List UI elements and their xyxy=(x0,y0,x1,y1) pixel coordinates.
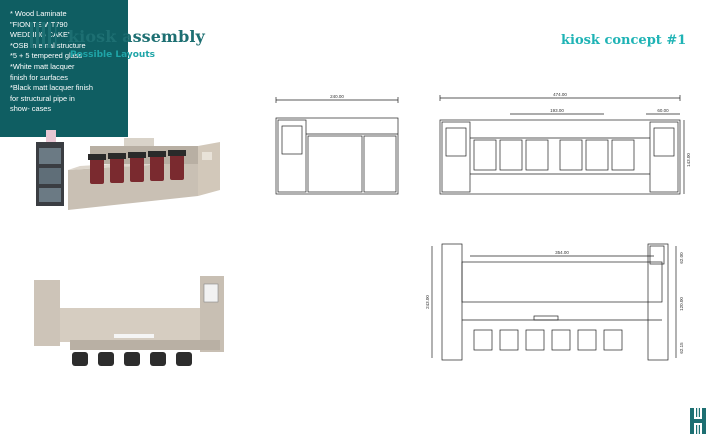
spec-line: *5 + 5 tempered glass xyxy=(10,51,83,61)
page-title: kiosk assembly xyxy=(68,27,205,46)
kiosk-render-top xyxy=(34,276,224,366)
spec-line: * Wood Laminate xyxy=(10,9,67,18)
dim-plan-right-bottom: 62.15 xyxy=(679,342,684,354)
spec-line: for structural pipe in xyxy=(10,93,75,103)
h-logo-icon xyxy=(690,408,706,434)
dim-front-right: 60.00 xyxy=(657,108,669,113)
drawing-side-elevation: 240.00 xyxy=(275,94,399,195)
spec-line: WEDDING CAKE" xyxy=(10,30,71,40)
drawing-plan-view: 354.00 243.00 62.00 120.00 62.15 xyxy=(425,243,684,361)
concept-label: kiosk concept #1 xyxy=(561,33,687,48)
dim-front-height: 143.00 xyxy=(686,153,691,167)
kiosk-render-front xyxy=(36,130,220,210)
spec-box: * Wood Laminate "FIONITE WT790 WEDDING C… xyxy=(0,0,128,137)
spec-line: finish for surfaces xyxy=(10,72,68,82)
page-subtitle: Possible Layouts xyxy=(70,50,155,60)
dim-plan-left: 243.00 xyxy=(425,295,430,309)
dim-front-width: 474.00 xyxy=(553,92,567,97)
spec-line: *White matt lacquer xyxy=(10,61,75,71)
spec-line: *OSB internal structure xyxy=(10,40,86,50)
dim-plan-right-top: 62.00 xyxy=(679,252,684,264)
dim-front-center: 193.00 xyxy=(550,108,564,113)
drawing-front-elevation: 474.00 193.00 60.00 143.00 xyxy=(439,92,691,195)
brand-logo-icon xyxy=(30,22,57,48)
spec-line: show- cases xyxy=(10,104,52,114)
dim-plan-width: 354.00 xyxy=(555,250,569,255)
dim-plan-right-mid: 120.00 xyxy=(679,297,684,311)
dim-side-width: 240.00 xyxy=(330,94,344,99)
spec-line: *Black matt lacquer finish xyxy=(10,83,93,93)
